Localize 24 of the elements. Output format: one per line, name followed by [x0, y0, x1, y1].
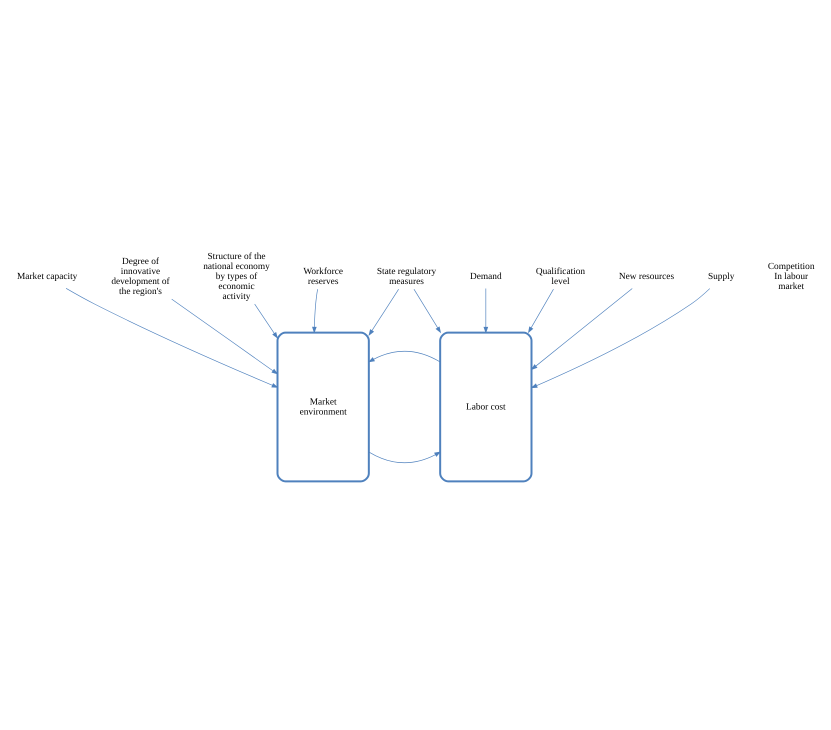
node-text: Demand [470, 272, 502, 282]
node-text: Workforce reserves [303, 266, 343, 287]
arrow [528, 288, 554, 334]
arrow [368, 288, 399, 336]
arrow [66, 288, 278, 388]
arrow [254, 304, 278, 339]
arrow [484, 288, 488, 334]
node-box: Labor cost [439, 332, 532, 482]
arrow [368, 452, 442, 464]
arrow [530, 288, 633, 370]
arrow [368, 350, 440, 362]
label: Competition In labour market [768, 262, 814, 292]
node-text: State regulatory measures [376, 266, 436, 287]
node-text: Structure of the national economy by types of economic activity [203, 252, 270, 302]
arrow [530, 288, 710, 388]
node-text: Market capacity [16, 272, 78, 282]
node-text: Degree of innovative development of the region's [111, 256, 170, 297]
node-text: Supply [708, 272, 734, 282]
node-box: Market environment [276, 332, 370, 482]
node-text: New resources [618, 272, 674, 282]
arrow [312, 288, 318, 334]
arrow [414, 288, 442, 334]
arrow [171, 298, 278, 374]
node-text: Qualification level [536, 266, 586, 287]
